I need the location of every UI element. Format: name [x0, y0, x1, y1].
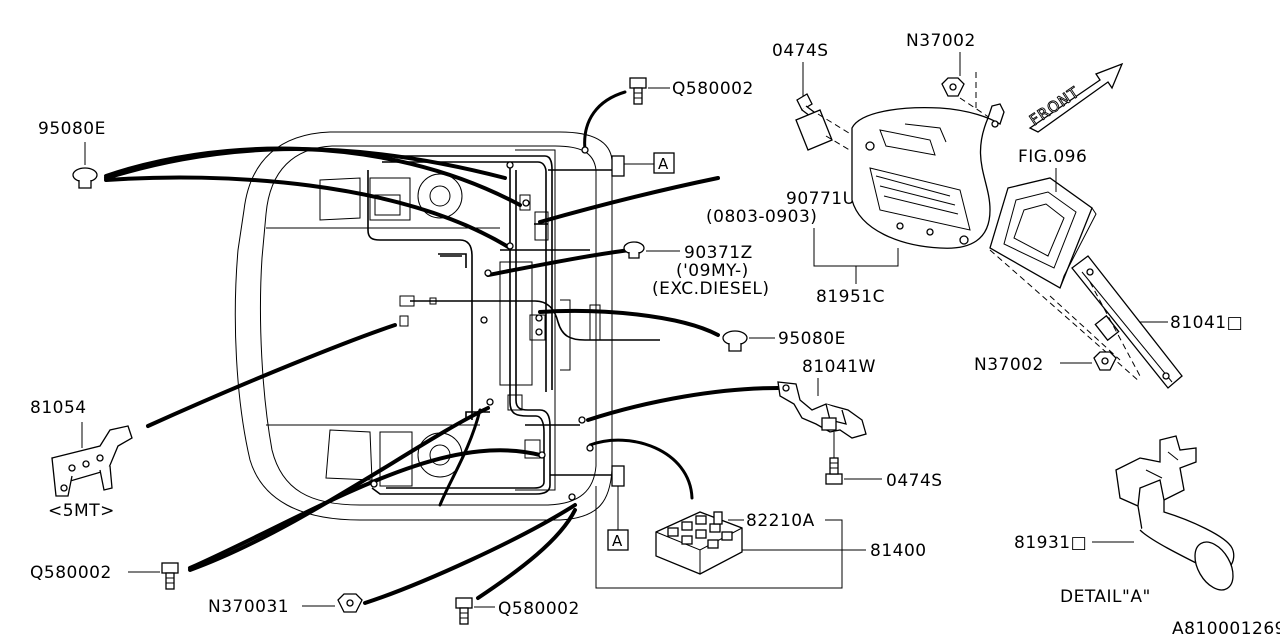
part-label-90371z: 90371Z [684, 243, 753, 263]
part-note-90371z-2: (EXC.DIESEL) [652, 279, 770, 299]
diagram-code: A810001269 [1172, 619, 1280, 639]
bolt-icon [825, 457, 843, 485]
part-label-n370031: N370031 [208, 597, 289, 617]
part-label-81054: 81054 [30, 398, 87, 418]
bolt-icon [455, 597, 473, 625]
callout-81041o: 81041□ [1140, 313, 1243, 333]
leader-wires [104, 90, 780, 605]
part-label-fig096: FIG.096 [1018, 147, 1087, 167]
nut-icon [337, 593, 363, 613]
bolt-icon [161, 562, 179, 590]
ecu-bracket-81951c-icon [851, 103, 1005, 249]
callout-81951c: 81951C [813, 228, 899, 307]
callout-81400: 82210A 81400 [595, 486, 927, 589]
detail-a: 81931□ DETAIL"A" [1014, 435, 1235, 607]
part-label-0474s-top: 0474S [772, 41, 829, 61]
main-harness [367, 155, 660, 495]
callout-q580002-top: Q580002 [629, 77, 754, 105]
callout-0474s-top: 0474S [772, 41, 829, 123]
clip-icon [722, 330, 748, 352]
connector-ref-a-bottom: A [607, 465, 629, 551]
part-label-82210a: 82210A [746, 511, 815, 531]
part-note-81054: <5MT> [48, 501, 115, 521]
part-label-n37002-top: N37002 [906, 31, 976, 51]
part-label-95080e-right: 95080E [778, 329, 846, 349]
part-label-90771u: 90771U [786, 189, 856, 209]
callout-q580002-left: Q580002 [30, 562, 179, 590]
detail-a-label: DETAIL"A" [1060, 587, 1151, 607]
part-label-n37002-mid: N37002 [974, 355, 1044, 375]
clip-icon [623, 241, 645, 259]
callout-81041w: 81041W [777, 357, 876, 458]
bracket-81054-icon [51, 425, 133, 497]
callout-n37002-top: N37002 [906, 31, 991, 119]
nut-icon [941, 77, 965, 97]
ref-a-top-label: A [658, 155, 669, 173]
bracket-81041w-icon [777, 381, 867, 439]
rail-81041-icon [989, 249, 1183, 389]
callout-fig096: FIG.096 [1018, 147, 1087, 192]
part-label-81931o: 81931□ [1014, 533, 1087, 553]
callout-q580002-bottom: Q580002 [455, 597, 580, 625]
clip-icon [72, 167, 98, 189]
part-label-95080e-left: 95080E [38, 119, 106, 139]
part-label-81951c: 81951C [816, 287, 885, 307]
part-note-90771u: (0803-0903) [706, 207, 817, 227]
callout-90771u: 90771U (0803-0903) [706, 109, 901, 227]
part-label-81041o: 81041□ [1170, 313, 1243, 333]
ref-a-bottom-label: A [612, 532, 623, 550]
relay-box-81400-icon [655, 511, 743, 575]
connector-icon [1115, 435, 1235, 591]
callout-81054: 81054 <5MT> [30, 398, 133, 521]
part-label-q580002-top: Q580002 [672, 79, 754, 99]
callout-n370031: N370031 [208, 593, 363, 617]
harness-fasteners [370, 146, 594, 501]
part-label-q580002-bottom: Q580002 [498, 599, 580, 619]
connector-ref-a-top: A [611, 152, 675, 177]
bolt-icon [629, 77, 647, 105]
part-label-81041w: 81041W [802, 357, 876, 377]
callout-95080e-left: 95080E [38, 119, 106, 189]
part-label-0474s-bottom: 0474S [886, 471, 943, 491]
ecu-module-icon [989, 177, 1097, 289]
part-note-90371z-1: ('09MY-) [676, 261, 749, 281]
callout-n37002-mid: N37002 [974, 351, 1117, 375]
callout-90371z: 90371Z ('09MY-) (EXC.DIESEL) [623, 241, 770, 299]
nut-icon [1093, 351, 1117, 371]
callout-0474s-bottom: 0474S [825, 457, 943, 491]
callout-95080e-right: 95080E [722, 329, 846, 352]
part-label-q580002-left: Q580002 [30, 563, 112, 583]
part-label-81400: 81400 [870, 541, 927, 561]
front-arrow-icon: FRONT [1026, 62, 1124, 133]
